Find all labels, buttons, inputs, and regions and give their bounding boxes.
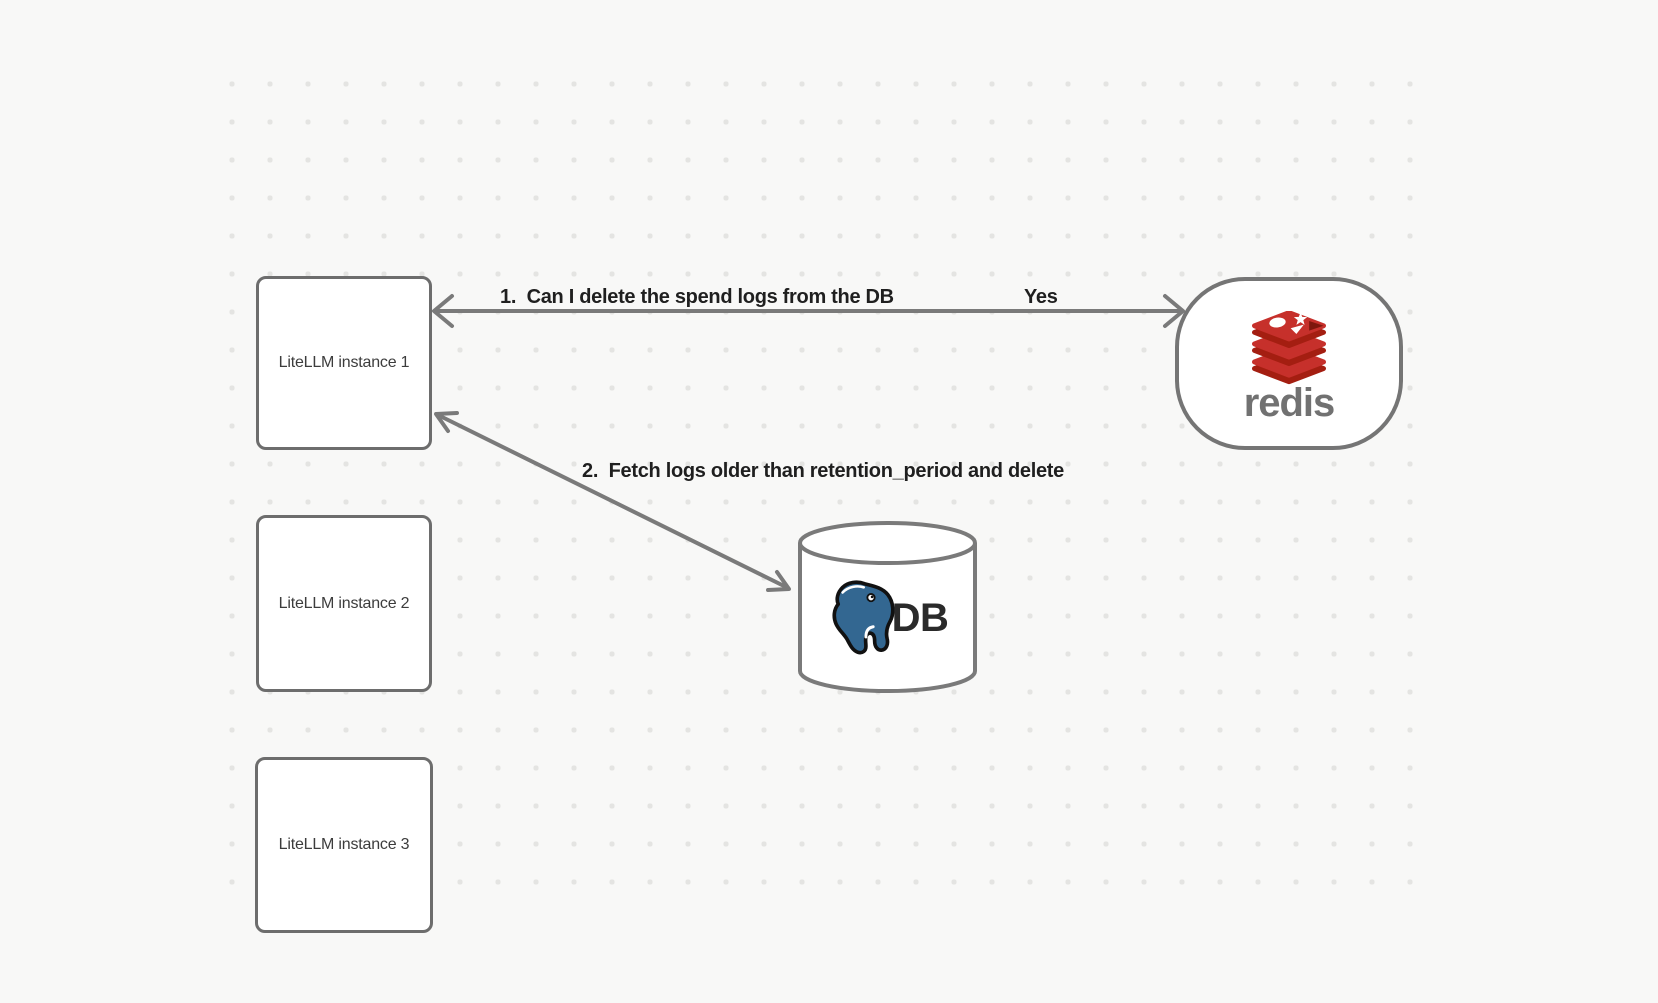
node-litellm-instance-3[interactable]: LiteLLM instance 3 — [255, 757, 433, 933]
edge-2-arrow[interactable] — [434, 411, 791, 592]
node-litellm-instance-1-label: LiteLLM instance 1 — [278, 354, 410, 371]
edge-1-arrow[interactable] — [432, 294, 1185, 328]
node-litellm-instance-1[interactable]: LiteLLM instance 1 — [256, 276, 432, 450]
redis-stack-icon — [1252, 311, 1326, 385]
node-postgres-db[interactable]: DB — [797, 519, 978, 695]
redis-wordmark: redis — [1243, 381, 1336, 425]
edge-1-label: 1. Can I delete the spend logs from the … — [500, 286, 894, 308]
node-redis[interactable]: redis — [1175, 277, 1403, 450]
edge-1-answer-label: Yes — [1024, 286, 1058, 308]
node-litellm-instance-2-label: LiteLLM instance 2 — [278, 594, 410, 612]
node-litellm-instance-2[interactable]: LiteLLM instance 2 — [256, 515, 432, 692]
node-litellm-instance-3-label: LiteLLM instance 3 — [278, 836, 410, 853]
db-label: DB — [891, 595, 949, 640]
postgresql-elephant-icon — [832, 580, 895, 655]
edge-2-label: 2. Fetch logs older than retention_perio… — [582, 460, 1064, 482]
